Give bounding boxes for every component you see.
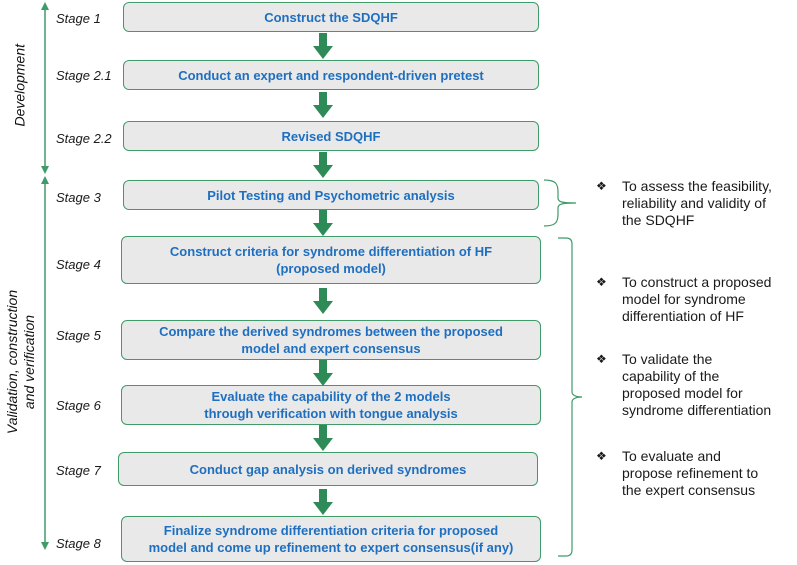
stage-box-5: Compare the derived syndromes between th… <box>121 320 541 360</box>
flow-arrow-7 <box>313 425 333 451</box>
stages-4-8-bracket <box>558 237 583 557</box>
stage-box-2-2-text: Revised SDQHF <box>281 128 381 144</box>
validation-phase-label: Validation, construction and verificatio… <box>4 277 38 447</box>
validation-phase-label-line1: Validation, construction <box>4 289 20 435</box>
stage-box-3-text: Pilot Testing and Psychometric analysis <box>207 187 455 203</box>
flow-arrow-8 <box>313 489 333 515</box>
stage-box-8: Finalize syndrome differentiation criter… <box>121 516 541 562</box>
stage-box-1-text: Construct the SDQHF <box>264 9 398 25</box>
flow-arrow-6 <box>313 360 333 386</box>
flow-arrow-4 <box>313 210 333 236</box>
stage-box-6-line1: Evaluate the capability of the 2 models <box>211 389 451 404</box>
stage-box-8-line1: Finalize syndrome differentiation criter… <box>163 523 499 538</box>
stage-label-2-2: Stage 2.2 <box>56 131 112 146</box>
stage-box-7: Conduct gap analysis on derived syndrome… <box>118 452 538 486</box>
objective-item-3: ❖ To validate the capability of the prop… <box>596 351 796 419</box>
flow-arrow-1 <box>313 33 333 59</box>
objective-3-line1: To validate the <box>622 351 713 367</box>
objective-3-line2: capability of the <box>622 368 720 384</box>
stage-box-8-line2: model and come up refinement to expert c… <box>148 540 514 555</box>
diamond-bullet-icon: ❖ <box>596 179 607 193</box>
stage-box-1: Construct the SDQHF <box>123 2 539 32</box>
stage-box-2-1-text: Conduct an expert and respondent-driven … <box>178 67 484 83</box>
stage-box-2-1: Conduct an expert and respondent-driven … <box>123 60 539 90</box>
objective-3-line3: proposed model for <box>622 385 743 401</box>
stage-box-2-2: Revised SDQHF <box>123 121 539 151</box>
objective-item-4: ❖ To evaluate and propose refinement to … <box>596 448 796 499</box>
stage-box-4: Construct criteria for syndrome differen… <box>121 236 541 284</box>
stage-label-3: Stage 3 <box>56 190 101 205</box>
objective-item-1: ❖ To assess the feasibility, reliability… <box>596 178 796 229</box>
stage-box-5-line2: model and expert consensus <box>241 341 421 356</box>
stage-box-3: Pilot Testing and Psychometric analysis <box>123 180 539 210</box>
flow-arrow-5 <box>313 288 333 314</box>
stage-box-4-line2: (proposed model) <box>276 261 386 276</box>
stage-label-4: Stage 4 <box>56 257 101 272</box>
objective-4-line2: propose refinement to <box>622 465 759 481</box>
stage-label-1: Stage 1 <box>56 11 101 26</box>
objective-2-line2: model for syndrome <box>622 291 746 307</box>
stage-box-6: Evaluate the capability of the 2 models t… <box>121 385 541 425</box>
flow-arrow-2 <box>313 92 333 118</box>
stage-label-6: Stage 6 <box>56 398 101 413</box>
development-phase-arrow <box>41 2 49 174</box>
objective-4-line1: To evaluate and <box>622 448 721 464</box>
objective-1-line2: reliability and validity of <box>622 195 766 211</box>
diamond-bullet-icon: ❖ <box>596 275 607 289</box>
objective-2-line3: differentiation of HF <box>622 308 744 324</box>
stage-box-6-line2: through verification with tongue analysi… <box>204 406 458 421</box>
stage-label-8: Stage 8 <box>56 536 101 551</box>
stage-box-5-line1: Compare the derived syndromes between th… <box>159 324 503 339</box>
objective-item-2: ❖ To construct a proposed model for synd… <box>596 274 796 325</box>
development-phase-label: Development <box>11 44 28 127</box>
stage-label-7: Stage 7 <box>56 463 101 478</box>
objective-4-line3: the expert consensus <box>622 482 756 498</box>
diamond-bullet-icon: ❖ <box>596 449 607 463</box>
flow-arrow-3 <box>313 152 333 178</box>
objective-1-line3: the SDQHF <box>622 212 695 228</box>
stage-3-bracket <box>543 179 577 227</box>
stage-label-2-1: Stage 2.1 <box>56 68 112 83</box>
validation-phase-label-line2: and verification <box>21 314 37 410</box>
stage-box-7-text: Conduct gap analysis on derived syndrome… <box>189 461 467 477</box>
stage-label-5: Stage 5 <box>56 328 101 343</box>
objective-2-line1: To construct a proposed <box>622 274 772 290</box>
diamond-bullet-icon: ❖ <box>596 352 607 366</box>
validation-phase-arrow <box>41 176 49 550</box>
objective-3-line4: syndrome differentiation <box>622 402 772 418</box>
objective-1-line1: To assess the feasibility, <box>622 178 772 194</box>
stage-box-4-line1: Construct criteria for syndrome differen… <box>169 244 493 259</box>
